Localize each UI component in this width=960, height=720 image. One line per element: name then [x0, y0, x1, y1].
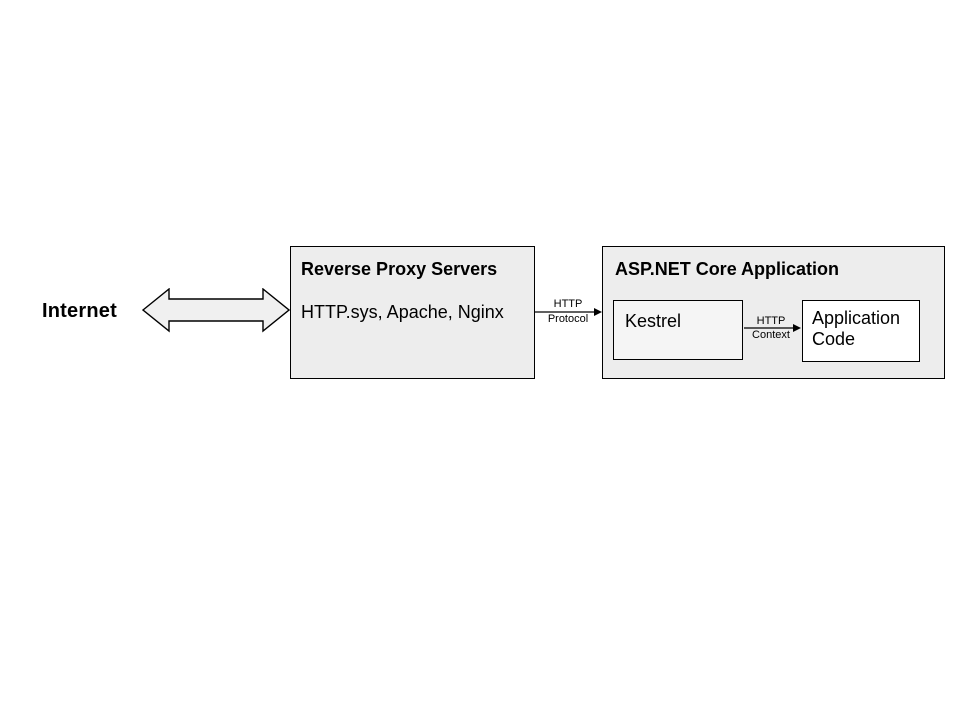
internet-label: Internet — [42, 300, 117, 322]
reverse-proxy-title: Reverse Proxy Servers — [301, 259, 498, 279]
kestrel-box: Kestrel — [613, 300, 743, 360]
http-protocol-arrow-icon — [535, 308, 602, 316]
http-protocol-label-line1: HTTP — [553, 298, 583, 310]
http-context-label-line1: HTTP — [756, 315, 786, 327]
reverse-proxy-servers-list: HTTP.sys, Apache, Nginx — [301, 302, 504, 322]
kestrel-label: Kestrel — [625, 311, 682, 331]
aspnet-core-application-title: ASP.NET Core Application — [615, 259, 840, 279]
application-code-box: Application Code — [802, 300, 920, 362]
bidirectional-arrow-icon — [142, 288, 290, 333]
aspnet-core-application-box: ASP.NET Core Application Kestrel Applica… — [602, 246, 945, 379]
http-protocol-label-line2: Protocol — [547, 313, 589, 325]
reverse-proxy-box: Reverse Proxy Servers HTTP.sys, Apache, … — [290, 246, 535, 379]
http-context-label-line2: Context — [752, 329, 790, 341]
application-code-label: Application Code — [812, 308, 901, 349]
http-context-arrow-icon — [744, 324, 801, 332]
